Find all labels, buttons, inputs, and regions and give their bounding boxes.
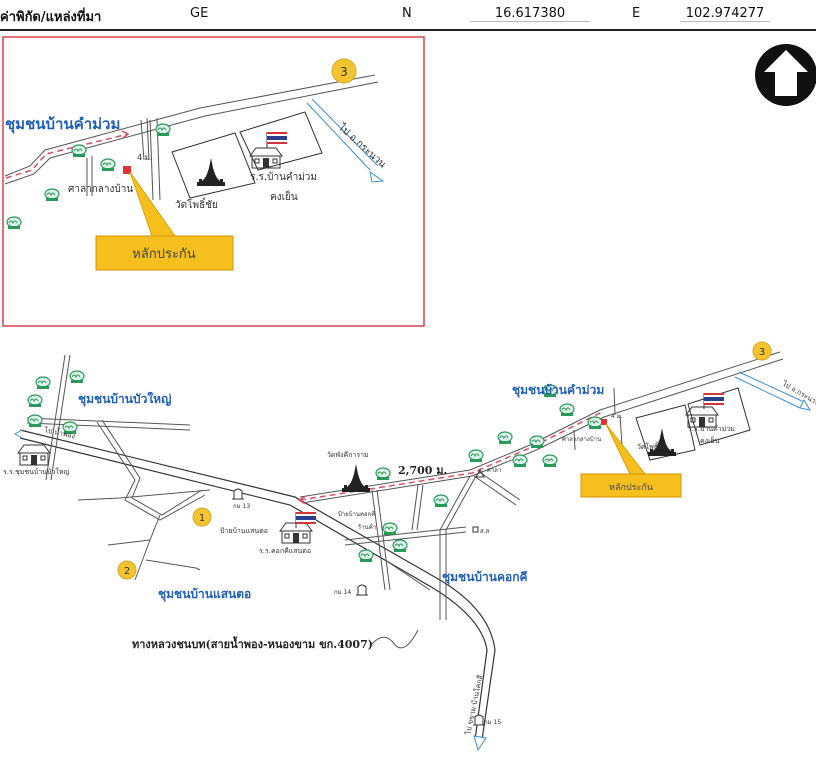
marker-1-label: 1 — [199, 513, 205, 524]
direction-arrow-icon — [369, 170, 385, 183]
latitude-value: 16.617380 — [470, 6, 590, 22]
tree-icon — [512, 454, 528, 468]
location-pin — [601, 419, 607, 425]
tree-icon — [559, 403, 575, 417]
km13-label: กม 13 — [233, 503, 250, 510]
north-arrow-icon — [755, 44, 816, 106]
to-khok-si-label: ไป ขขาม บ้านโคกสี — [463, 674, 485, 737]
sign-khok-khi-label: ป้ายบ้านคอกคี — [338, 510, 375, 518]
km-post-icon — [355, 584, 369, 596]
coordinate-source: GE — [190, 6, 209, 21]
sala-small-label: ศาลา — [487, 467, 501, 474]
school-label-2: คงเย็น — [270, 189, 298, 203]
tree-icon — [44, 188, 60, 202]
school-bua-yai-label: ร.ร.ชุมชนบ้านบัวใหญ่ — [3, 467, 69, 476]
school-kham-muam-2: คงเย็น — [700, 436, 720, 445]
health-label: ส.ส — [480, 528, 490, 535]
community-bua-yai: ชุมชนบ้านบัวใหญ่ — [78, 391, 171, 407]
collateral-callout — [580, 473, 682, 498]
tree-icon — [35, 376, 51, 390]
marker-3-label: 3 — [340, 65, 348, 79]
main-map: 1 2 3 ชุมชนบ้านคำม่วม ชุมชนบ้านบัวใหญ่ ช… — [3, 341, 816, 752]
marker-2-label: 2 — [124, 566, 130, 577]
km-post-icon — [231, 488, 245, 500]
latitude-label: N — [402, 6, 412, 21]
callout-label: หลักประกัน — [132, 247, 195, 262]
tree-icon — [433, 494, 449, 508]
tree-icon — [100, 158, 116, 172]
tree-icon — [155, 123, 171, 137]
shop-label: ร้านค้า — [358, 524, 376, 531]
inset-road — [4, 74, 376, 177]
temple-parcel — [171, 132, 256, 199]
km14-label: กม 14 — [334, 589, 351, 596]
tree-icon — [392, 539, 408, 553]
tree-icon — [375, 467, 391, 481]
temple-icon — [648, 428, 676, 456]
highway-label: ทางหลวงชนบท(สายน้ำพอง-หนองขาม ขก.4007) — [132, 636, 373, 651]
inset-map: 3 ชุมชนบ้านคำม่วม ศาลากลางบ้าน 4 ม. วัดโ… — [2, 36, 425, 327]
tree-icon — [69, 370, 85, 384]
sign-saen-to-label: ป้ายบ้านแสนตอ — [220, 527, 268, 535]
small-distance-label: 4 ม. — [137, 153, 152, 162]
tree-icon — [27, 414, 43, 428]
distance-label: 2,700 ม. — [398, 464, 447, 477]
tree-icon — [468, 449, 484, 463]
small-distance-label: 4 ม. — [611, 413, 623, 420]
school-icon — [685, 406, 719, 428]
callout-label: หลักประกัน — [609, 483, 653, 493]
marker-3 — [331, 58, 357, 84]
tree-icon — [542, 454, 558, 468]
community-khok-khi: ชุมชนบ้านคอกคี — [442, 570, 528, 585]
temple-pho-label: วัดโพธิ์ชัย — [637, 441, 667, 451]
tree-icon — [358, 549, 374, 563]
marker-2 — [117, 560, 137, 580]
school-label-1: ร.ร.บ้านคำม่วม — [250, 171, 317, 183]
tree-icon — [27, 394, 43, 408]
header-divider — [0, 29, 816, 31]
location-pin — [123, 166, 131, 174]
temple-icon — [342, 464, 370, 492]
tree-icon — [6, 216, 22, 230]
marker-1 — [192, 507, 212, 527]
community-saen-to: ชุมชนบ้านแสนตอ — [158, 587, 251, 602]
tree-icon — [71, 144, 87, 158]
school-icon — [17, 444, 51, 466]
tree-icon — [382, 522, 398, 536]
community-kham-muam: ชุมชนบ้านคำม่วม — [512, 383, 604, 398]
sala-label: ศาลากลางบ้าน — [68, 183, 133, 195]
longitude-value: 102.974277 — [680, 6, 770, 22]
tree-icon — [587, 416, 603, 430]
temple-phang-label: วัดพังคีการาม — [327, 451, 369, 459]
marker-3-label: 3 — [759, 347, 765, 358]
community-label: ชุมชนบ้านคำม่วม — [5, 115, 120, 134]
tree-icon — [497, 431, 513, 445]
marker-3 — [752, 341, 772, 361]
sala-center-label: ศาลากลางบ้าน — [562, 436, 601, 443]
coordinate-label: ค่าพิกัด/แหล่งที่มา — [0, 10, 102, 25]
school-khok-khi-label: ร.ร.คอกคีแสนตอ — [259, 547, 311, 555]
thai-flag-icon — [295, 511, 317, 529]
km15-label: กม 15 — [484, 719, 501, 726]
coordinate-header: ค่าพิกัด/แหล่งที่มา GE N 16.617380 E 102… — [0, 0, 816, 30]
tree-icon — [529, 435, 545, 449]
temple-label: วัดโพธิ์ชัย — [175, 197, 218, 211]
longitude-label: E — [632, 6, 641, 21]
route-line — [5, 133, 129, 179]
collateral-callout — [95, 235, 234, 271]
school-kham-muam-1: ร.ร.บ้านคำม่วม — [688, 425, 735, 433]
